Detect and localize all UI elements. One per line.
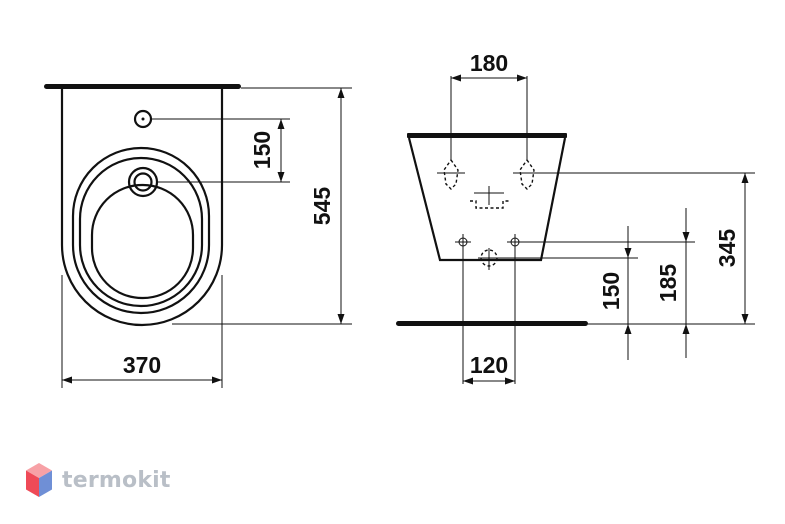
watermark: termokit [24,460,171,500]
front-tap-spacing-label: 150 [249,131,275,169]
side-body-outline [407,137,567,262]
side-view: 180 120 150 185 345 [396,50,755,385]
watermark-brand: termokit [62,467,171,493]
floor-bar [396,321,588,326]
overflow-hole-outer [127,166,159,198]
side-bolt-spacing-label: 180 [470,50,508,76]
front-width-label: 370 [123,352,161,378]
bidet-rim-inner [78,156,204,308]
bidet-rim-outer [71,146,211,315]
front-view: 150 545 370 [44,84,352,388]
side-outlet-height-label: 185 [655,264,681,303]
front-wall-bar [44,84,241,89]
side-base-bolt-spacing-label: 120 [470,352,508,378]
tap-hole-center [141,117,145,121]
side-top-slab [407,133,567,138]
front-height-label: 545 [309,187,335,226]
overflow-hole-inner [133,172,153,192]
bidet-outer-outline [60,89,224,327]
side-inlet-height-label: 150 [598,272,624,310]
bolt-hole-left [443,158,459,190]
bolt-hole-right [519,158,535,190]
termokit-logo-icon [26,463,52,497]
side-bolt-height-label: 345 [714,229,740,268]
bidet-bowl [90,183,195,300]
